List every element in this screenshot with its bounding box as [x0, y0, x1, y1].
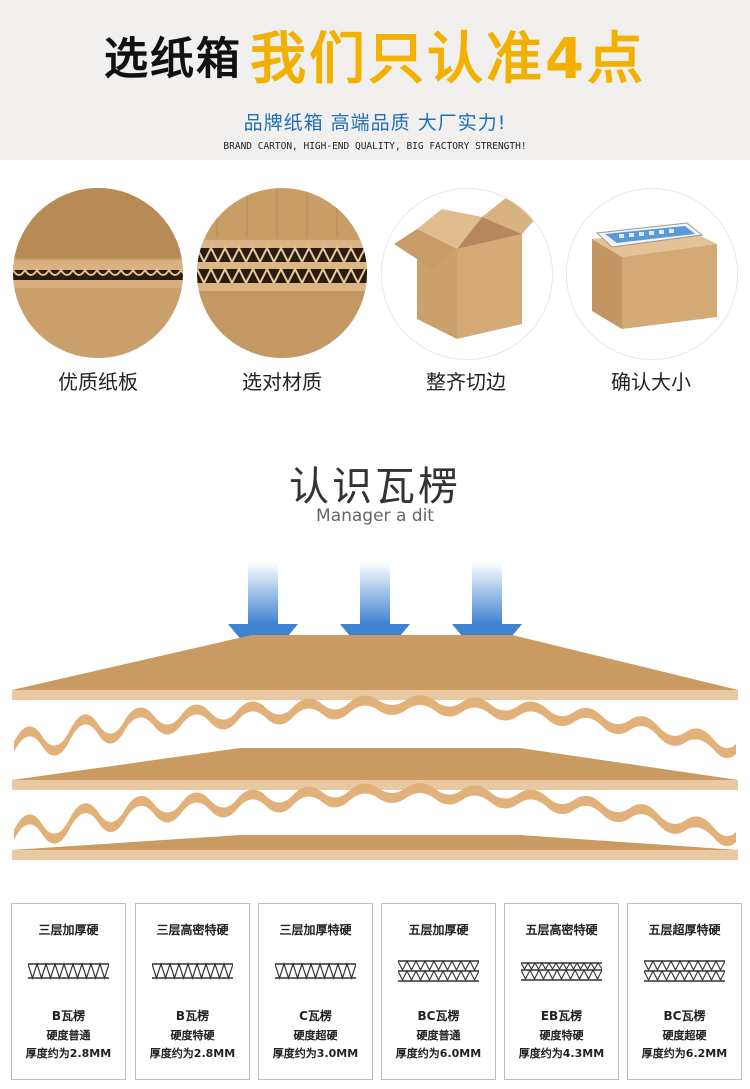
card-flute-type: BC瓦楞	[417, 1009, 460, 1023]
double-flute-icon	[521, 961, 602, 981]
single-wall-board-closeup-icon	[13, 188, 183, 358]
card-hardness: 硬度普通	[46, 1029, 91, 1042]
card-title: 五层高密特硬	[525, 923, 598, 937]
card-title: 三层高密特硬	[156, 923, 229, 937]
feature-label-1: 优质纸板	[58, 370, 138, 394]
double-wall-board-closeup-icon	[197, 188, 367, 358]
feature-label-2: 选对材质	[242, 370, 322, 394]
spec-card: 五层高密特硬 EB瓦楞 硬度特硬 厚度约为4.3MM	[504, 903, 619, 1080]
carton-with-phone-icon	[566, 188, 738, 360]
single-flute-icon	[275, 962, 356, 980]
spec-card: 三层加厚硬 B瓦楞 硬度普通 厚度约为2.8MM	[11, 903, 126, 1080]
title-gold: 我们只认准4点	[250, 27, 646, 92]
subtitle-en: BRAND CARTON, HIGH-END QUALITY, BIG FACT…	[223, 141, 527, 152]
card-title: 三层加厚特硬	[279, 923, 352, 937]
card-thickness: 厚度约为2.8MM	[149, 1047, 236, 1060]
single-flute-icon	[152, 962, 233, 980]
card-title: 五层超厚特硬	[648, 923, 721, 937]
corrugated-layers-illustration	[12, 635, 738, 860]
card-thickness: 厚度约为6.2MM	[641, 1047, 728, 1060]
card-flute-type: EB瓦楞	[540, 1009, 583, 1023]
card-title: 三层加厚硬	[38, 923, 99, 937]
card-flute-type: BC瓦楞	[663, 1009, 706, 1023]
subtitle-cn: 品牌纸箱 高端品质 大厂实力!	[243, 112, 507, 134]
card-flute-type: C瓦楞	[299, 1009, 332, 1023]
double-flute-icon	[398, 960, 479, 982]
single-flute-icon	[28, 962, 109, 980]
open-carton-box-icon	[381, 188, 553, 360]
spec-card: 五层加厚硬 BC瓦楞 硬度普通 厚度约为6.0MM	[381, 903, 496, 1080]
card-hardness: 硬度特硬	[170, 1029, 215, 1042]
card-hardness: 硬度超硬	[293, 1029, 338, 1042]
spec-card: 三层加厚特硬 C瓦楞 硬度超硬 厚度约为3.0MM	[258, 903, 373, 1080]
spec-card: 三层高密特硬 B瓦楞 硬度特硬 厚度约为2.8MM	[135, 903, 250, 1080]
feature-label-4: 确认大小	[611, 370, 691, 394]
double-flute-icon	[644, 960, 725, 982]
header-banner: 选纸箱我们只认准4点 品牌纸箱 高端品质 大厂实力! BRAND CARTON,…	[0, 0, 750, 160]
section-title: 认识瓦楞	[289, 464, 461, 510]
spec-card: 五层超厚特硬 BC瓦楞 硬度超硬 厚度约为6.2MM	[627, 903, 742, 1080]
feature-label-3: 整齐切边	[426, 370, 506, 394]
card-thickness: 厚度约为2.8MM	[25, 1047, 112, 1060]
card-hardness: 硬度特硬	[539, 1029, 584, 1042]
page-title: 选纸箱我们只认准4点	[0, 14, 750, 95]
section-subtitle: Manager a dit	[316, 506, 434, 526]
card-thickness: 厚度约为4.3MM	[518, 1047, 605, 1060]
title-black: 选纸箱	[104, 33, 243, 85]
card-flute-type: B瓦楞	[51, 1009, 86, 1023]
card-hardness: 硬度普通	[416, 1029, 461, 1042]
card-thickness: 厚度约为3.0MM	[272, 1047, 359, 1060]
card-flute-type: B瓦楞	[175, 1009, 210, 1023]
card-thickness: 厚度约为6.0MM	[395, 1047, 482, 1060]
card-hardness: 硬度超硬	[662, 1029, 707, 1042]
card-title: 五层加厚硬	[408, 923, 469, 937]
